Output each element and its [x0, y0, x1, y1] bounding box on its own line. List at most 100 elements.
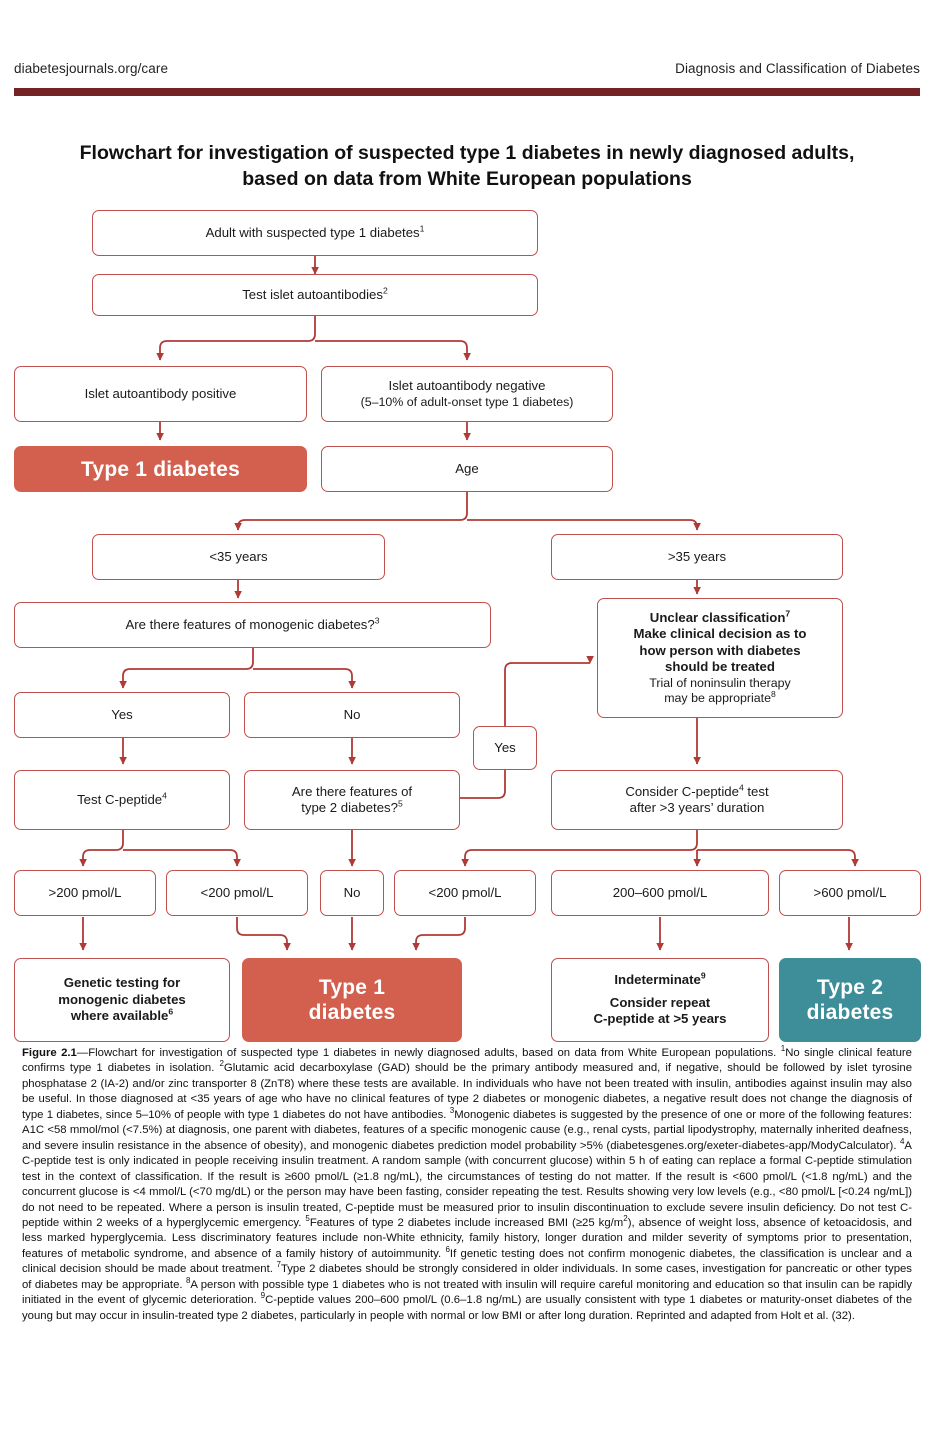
node-label-line-1: Consider C-peptide4 test [625, 782, 769, 799]
node-label-line-2: monogenic diabetes [58, 991, 186, 1007]
node-label-line-2: diabetes [806, 1001, 894, 1024]
node-lt-200-pmol-left[interactable]: <200 pmol/L [166, 870, 308, 916]
node-label-line-3: how person with diabetes [639, 642, 801, 658]
footnote-marker-3: 3 [449, 1106, 455, 1116]
node-label-line-2: Make clinical decision as to [633, 626, 807, 641]
node-consider-c-peptide-test[interactable]: Consider C-peptide4 test after >3 years’… [551, 770, 843, 830]
node-label: Test islet autoantibodies2 [242, 285, 388, 302]
footnote-marker-1: 1 [780, 1044, 786, 1054]
footnote-ref-7: 7 [785, 608, 791, 619]
caption-part-3: Glutamic acid decarboxylase (GAD) should… [22, 1062, 912, 1121]
node-label: <200 pmol/L [200, 884, 274, 900]
node-200-600-pmol[interactable]: 200–600 pmol/L [551, 870, 769, 916]
node-no-monogenic[interactable]: No [244, 692, 460, 738]
node-label-line-2: Consider repeat [609, 994, 711, 1010]
node-label: No [343, 884, 361, 900]
node-outcome-type-1-diabetes-top[interactable]: Type 1 diabetes [14, 446, 307, 492]
footnote-marker-8: 8 [185, 1276, 191, 1286]
node-indeterminate[interactable]: Indeterminate9 Consider repeat C-peptide… [551, 958, 769, 1042]
node-islet-autoantibody-negative[interactable]: Islet autoantibody negative (5–10% of ad… [321, 366, 613, 422]
footnote-ref-9: 9 [700, 970, 706, 981]
caption-part-5: A C-peptide test is only indicated in pe… [22, 1139, 912, 1229]
node-over-35-years[interactable]: >35 years [551, 534, 843, 580]
caption-part-9: A person with possible type 1 diabetes w… [22, 1278, 912, 1307]
flowchart: Adult with suspected type 1 diabetes1 Te… [14, 210, 921, 1042]
running-head: diabetesjournals.org/care Diagnosis and … [0, 55, 934, 81]
node-label: >35 years [667, 548, 727, 564]
node-adult-suspected-t1d[interactable]: Adult with suspected type 1 diabetes1 [92, 210, 538, 256]
node-monogenic-features-question[interactable]: Are there features of monogenic diabetes… [14, 602, 491, 648]
footnote-ref-3: 3 [374, 615, 380, 626]
node-outcome-type-2-diabetes[interactable]: Type 2 diabetes [779, 958, 921, 1042]
caption-part-2: No single clinical feature confirms type… [22, 1047, 912, 1075]
node-no-type2-features[interactable]: No [320, 870, 384, 916]
node-unclear-classification[interactable]: Unclear classification7 Make clinical de… [597, 598, 843, 718]
node-label: Islet autoantibody positive [84, 385, 237, 401]
node-label: No [343, 706, 361, 722]
node-label-line-1: Unclear classification7 [649, 608, 791, 625]
footnote-marker-4: 4 [899, 1136, 905, 1146]
node-label: >200 pmol/L [48, 884, 122, 900]
node-gt-200-pmol[interactable]: >200 pmol/L [14, 870, 156, 916]
footnote-ref-4b: 4 [738, 782, 744, 793]
section-title: Diagnosis and Classification of Diabetes [675, 60, 920, 76]
footnote-ref-2: 2 [382, 285, 388, 296]
bmi-exponent: 2 [623, 1214, 628, 1224]
caption-part-4: Monogenic diabetes is suggested by the p… [22, 1108, 912, 1152]
node-test-c-peptide[interactable]: Test C-peptide4 [14, 770, 230, 830]
node-label: Test C-peptide4 [77, 790, 167, 807]
footnote-marker-7: 7 [276, 1260, 281, 1270]
node-label-line-3: C-peptide at >5 years [593, 1011, 727, 1027]
node-label-line-6: may be appropriate8 [664, 688, 776, 705]
caption-part-7: If genetic testing does not confirm mono… [22, 1247, 912, 1276]
figure-caption: Figure 2.1—Flowchart for investigation o… [22, 1044, 912, 1324]
node-label-line-1: Type 2 [816, 976, 884, 999]
header-rule [14, 88, 920, 96]
caption-part-6b: ), absence of weight loss, absence of ke… [22, 1216, 912, 1260]
footnote-ref-1: 1 [419, 223, 425, 234]
node-label-line-5: Trial of noninsulin therapy [649, 675, 791, 690]
node-label: Are there features of monogenic diabetes… [125, 615, 380, 632]
node-label-line-1: Genetic testing for [63, 975, 181, 991]
journal-url: diabetesjournals.org/care [14, 60, 169, 76]
node-label-line-2: diabetes [308, 1001, 396, 1024]
node-label: Adult with suspected type 1 diabetes1 [205, 223, 425, 240]
footnote-ref-8: 8 [770, 688, 776, 699]
footnote-marker-6: 6 [445, 1245, 450, 1255]
node-label: Yes [111, 706, 133, 722]
node-outcome-type-1-diabetes-bottom[interactable]: Type 1 diabetes [242, 958, 462, 1042]
caption-part-8: Type 2 diabetes should be strongly consi… [22, 1263, 912, 1291]
node-yes-type2-features[interactable]: Yes [473, 726, 537, 770]
footnote-marker-5: 5 [305, 1214, 310, 1224]
node-gt-600-pmol[interactable]: >600 pmol/L [779, 870, 921, 916]
node-label-line-2: type 2 diabetes?5 [301, 798, 403, 815]
node-under-35-years[interactable]: <35 years [92, 534, 385, 580]
caption-part-1: —Flowchart for investigation of suspecte… [76, 1047, 781, 1059]
node-age[interactable]: Age [321, 446, 613, 492]
node-islet-autoantibody-positive[interactable]: Islet autoantibody positive [14, 366, 307, 422]
node-label: Yes [494, 739, 516, 755]
node-type2-features-question[interactable]: Are there features of type 2 diabetes?5 [244, 770, 460, 830]
node-lt-200-pmol-right[interactable]: <200 pmol/L [394, 870, 536, 916]
node-label-line-1: Are there features of [291, 783, 413, 799]
node-label-line-1: Islet autoantibody negative [388, 378, 546, 393]
node-label-line-1: Type 1 [318, 976, 386, 999]
caption-part-6a: Features of type 2 diabetes include incr… [309, 1216, 624, 1229]
node-test-islet-autoantibodies[interactable]: Test islet autoantibodies2 [92, 274, 538, 316]
footnote-marker-9: 9 [260, 1291, 266, 1301]
footnote-ref-5: 5 [398, 798, 403, 809]
node-label: >600 pmol/L [813, 884, 887, 900]
node-label: Age [455, 460, 479, 476]
node-label-line-2: after >3 years’ duration [629, 800, 765, 815]
node-label-line-3: where available6 [70, 1006, 174, 1024]
figure-title-line-1: Flowchart for investigation of suspected… [79, 142, 684, 164]
node-label: <35 years [209, 548, 268, 564]
node-yes-monogenic[interactable]: Yes [14, 692, 230, 738]
figure-caption-label: Figure 2.1 [22, 1047, 77, 1059]
figure-title: Flowchart for investigation of suspected… [72, 140, 862, 192]
node-label: Type 1 diabetes [80, 457, 240, 481]
node-label-line-4: should be treated [665, 659, 775, 674]
node-label-line-2: (5–10% of adult-onset type 1 diabetes) [360, 394, 574, 409]
figure-title-line-2: diagnosed adults, based on data from Whi… [242, 142, 855, 190]
node-genetic-testing-monogenic[interactable]: Genetic testing for monogenic diabetes w… [14, 958, 230, 1042]
